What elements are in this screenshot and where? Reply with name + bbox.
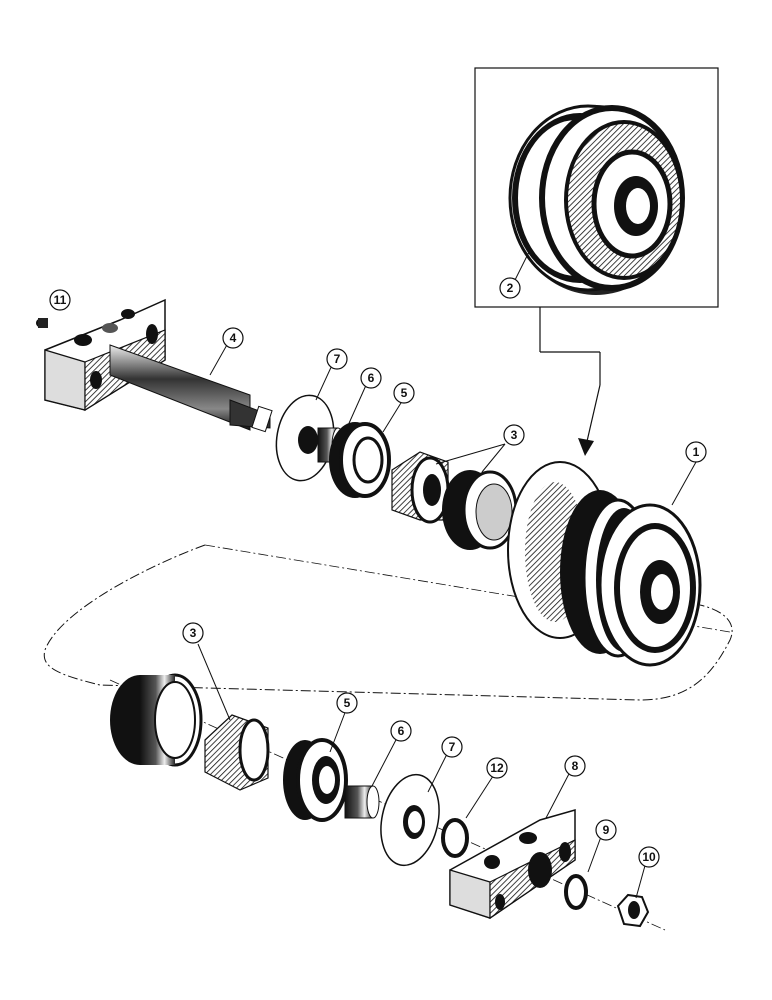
lock-washer-part <box>564 874 588 910</box>
washer-part-lower <box>380 773 440 867</box>
callout-5-lower-label: 5 <box>344 696 351 710</box>
spacer-part-lower <box>344 785 380 819</box>
callout-10: 10 <box>638 846 660 868</box>
callout-6-upper: 6 <box>360 367 382 389</box>
callout-12-label: 12 <box>490 761 504 775</box>
callout-3-lower-label: 3 <box>190 626 197 640</box>
bearing-cup-part-lower <box>110 673 203 767</box>
callout-7-lower: 7 <box>441 736 463 758</box>
axis-line-upper <box>204 544 731 633</box>
callout-9: 9 <box>595 819 617 841</box>
callout-9-label: 9 <box>603 823 610 837</box>
callout-8-label: 8 <box>572 759 579 773</box>
callout-4-label: 4 <box>230 331 237 345</box>
callout-1: 1 <box>685 441 707 463</box>
callout-1-label: 1 <box>693 445 700 459</box>
callout-11-label: 11 <box>54 293 67 307</box>
callout-2: 2 <box>499 277 521 299</box>
callout-3-lower: 3 <box>182 622 204 644</box>
callout-5-lower: 5 <box>336 692 358 714</box>
callout-6-lower-label: 6 <box>398 724 405 738</box>
callout-6-lower: 6 <box>390 720 412 742</box>
pulley-part <box>507 461 702 667</box>
callout-4: 4 <box>222 327 244 349</box>
bearing-cone-part-lower <box>204 714 270 791</box>
callout-11: 11 <box>49 289 71 311</box>
seal-part-upper <box>329 422 391 498</box>
small-washer-part <box>441 818 469 858</box>
leader-lines <box>197 249 697 899</box>
seal-part-lower <box>283 738 348 822</box>
dash-dot-outline <box>43 544 733 701</box>
callout-12: 12 <box>486 757 508 779</box>
callout-7-upper-label: 7 <box>334 352 341 366</box>
nut-part <box>616 893 650 928</box>
mounting-block-part <box>449 809 576 920</box>
callout-2-label: 2 <box>507 281 514 295</box>
callout-3-upper: 3 <box>503 424 525 446</box>
callout-5-upper: 5 <box>393 382 415 404</box>
callout-10-label: 10 <box>642 850 656 864</box>
set-screw-part <box>36 318 48 328</box>
shaft-block-part <box>44 298 273 433</box>
callout-6-upper-label: 6 <box>368 371 375 385</box>
bearing-cup-part-upper <box>442 470 518 550</box>
callout-7-upper: 7 <box>326 348 348 370</box>
callout-3-upper-label: 3 <box>511 428 518 442</box>
callout-5-upper-label: 5 <box>401 386 408 400</box>
callout-7-lower-label: 7 <box>449 740 456 754</box>
callout-8: 8 <box>564 755 586 777</box>
inset-pulley <box>508 104 685 295</box>
